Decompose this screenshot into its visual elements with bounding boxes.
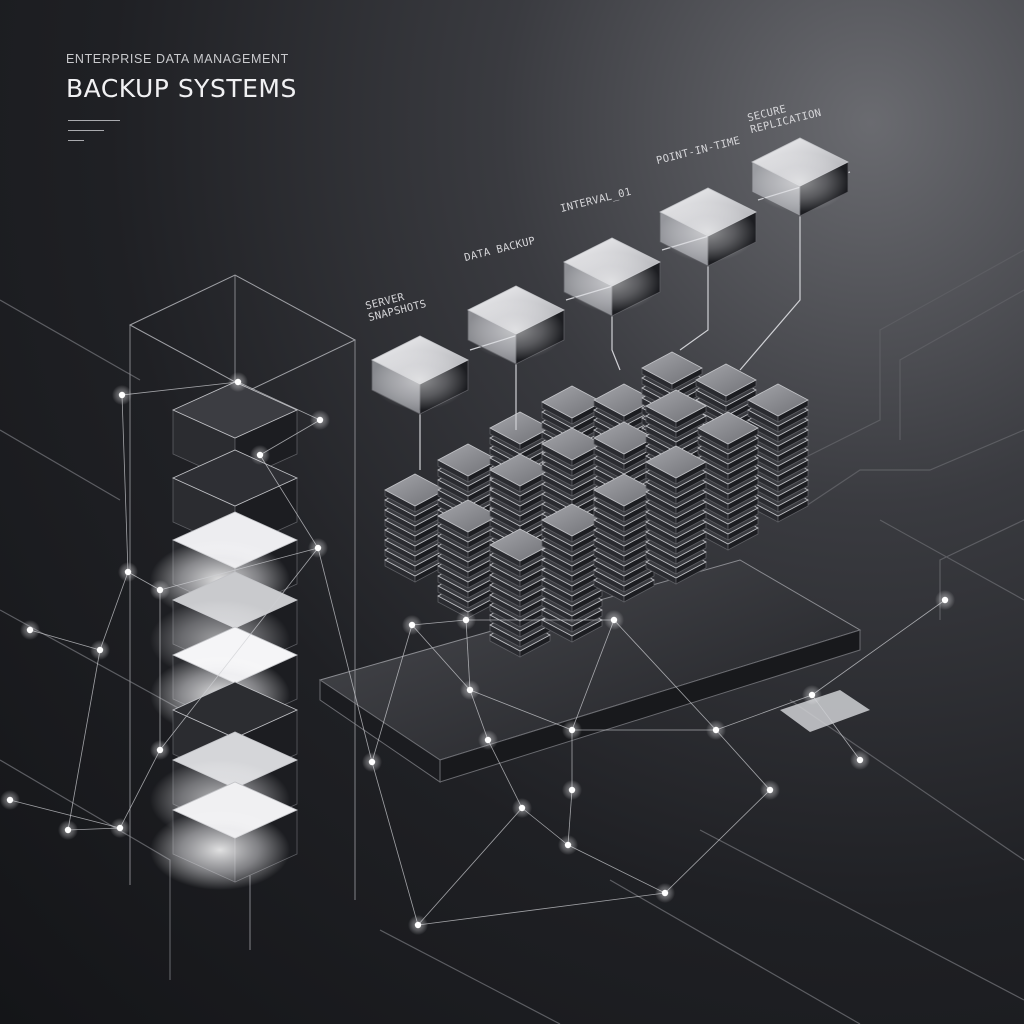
stack-13-layer-0 (697, 411, 759, 451)
mesh-link-8 (259, 454, 319, 549)
mesh-link-21 (567, 844, 666, 894)
header-rule-2 (68, 130, 104, 131)
mesh-link-20 (571, 619, 615, 731)
mesh-link-23 (371, 761, 419, 926)
mesh-link-10 (317, 547, 373, 763)
mesh-node-17 (564, 841, 572, 849)
stack-3-layer-0 (541, 385, 603, 425)
mesh-node-2 (124, 568, 132, 576)
mesh-link-28 (664, 789, 771, 894)
page-title: BACKUP SYSTEMS (66, 74, 297, 103)
stack-7-layer-0 (747, 383, 809, 423)
backup-stage-cubes (371, 137, 849, 415)
mesh-link-35 (411, 624, 471, 691)
mesh-node-6 (156, 746, 164, 754)
tower-tier-0 (172, 381, 298, 483)
stack-5-layer-0 (641, 351, 703, 391)
primary-storage-tower (128, 274, 357, 950)
mesh-node-28 (118, 391, 126, 399)
mesh-node-4 (64, 826, 72, 834)
mesh-node-1 (96, 646, 104, 654)
mesh-link-1 (99, 571, 129, 651)
mesh-node-25 (856, 756, 864, 764)
mesh-node-27 (234, 378, 242, 386)
mesh-link-29 (613, 619, 717, 731)
mesh-link-15 (487, 739, 523, 809)
stack-0-layer-0 (384, 473, 446, 513)
stack-11-layer-0 (593, 421, 655, 461)
mesh-link-38 (159, 547, 319, 751)
mesh-node-19 (568, 726, 576, 734)
mesh-node-14 (466, 686, 474, 694)
mesh-node-13 (462, 616, 470, 624)
mesh-link-27 (811, 694, 861, 761)
mesh-node-8 (314, 544, 322, 552)
mesh-node-0 (26, 626, 34, 634)
mesh-link-0 (29, 629, 101, 651)
mesh-link-7 (159, 547, 319, 591)
mesh-link-33 (121, 394, 129, 573)
mesh-link-31 (237, 381, 321, 421)
stage-cube-1 (371, 335, 469, 415)
mesh-link-13 (465, 619, 471, 691)
mesh-node-9 (316, 416, 324, 424)
mesh-node-22 (712, 726, 720, 734)
stage-cube-2 (467, 285, 565, 365)
mesh-node-21 (661, 889, 669, 897)
mesh-link-5 (119, 749, 161, 829)
mesh-node-5 (116, 824, 124, 832)
mesh-node-15 (484, 736, 492, 744)
mesh-node-29 (6, 796, 14, 804)
stack-8-layer-0 (437, 499, 499, 539)
mesh-node-12 (414, 921, 422, 929)
mesh-node-10 (368, 758, 376, 766)
header-eyebrow: ENTERPRISE DATA MANAGEMENT (66, 52, 289, 66)
base-platform (318, 559, 870, 783)
stack-17-layer-0 (645, 445, 707, 485)
stage-cube-4 (659, 187, 757, 267)
stack-12-layer-0 (645, 389, 707, 429)
stage-cube-3 (563, 237, 661, 317)
network-mesh (0, 372, 955, 935)
page-header: ENTERPRISE DATA MANAGEMENT BACKUP SYSTEM… (66, 52, 297, 103)
mesh-node-24 (808, 691, 816, 699)
mesh-node-20 (610, 616, 618, 624)
circuit-lines (0, 249, 1024, 1024)
mesh-link-25 (715, 729, 771, 791)
mesh-link-37 (417, 807, 523, 926)
header-rule-1 (68, 120, 120, 121)
mesh-link-32 (121, 381, 239, 396)
mesh-node-16 (518, 804, 526, 812)
mesh-link-19 (469, 689, 573, 731)
mesh-node-3 (156, 586, 164, 594)
mesh-node-26 (941, 596, 949, 604)
mesh-link-3 (67, 649, 101, 831)
stack-2-layer-0 (489, 411, 551, 451)
mesh-link-30 (811, 599, 946, 696)
mesh-node-11 (408, 621, 416, 629)
stack-6-layer-0 (695, 363, 757, 403)
mesh-link-34 (9, 799, 121, 829)
mesh-link-22 (417, 892, 666, 926)
mesh-link-11 (371, 624, 413, 763)
mesh-link-9 (259, 419, 321, 456)
backup-stack-grid (384, 351, 809, 658)
mesh-node-18 (568, 786, 576, 794)
mesh-link-26 (715, 694, 813, 731)
mesh-node-7 (256, 451, 264, 459)
mesh-node-23 (766, 786, 774, 794)
header-rule-3 (68, 140, 84, 141)
stage-cube-5 (751, 137, 849, 217)
